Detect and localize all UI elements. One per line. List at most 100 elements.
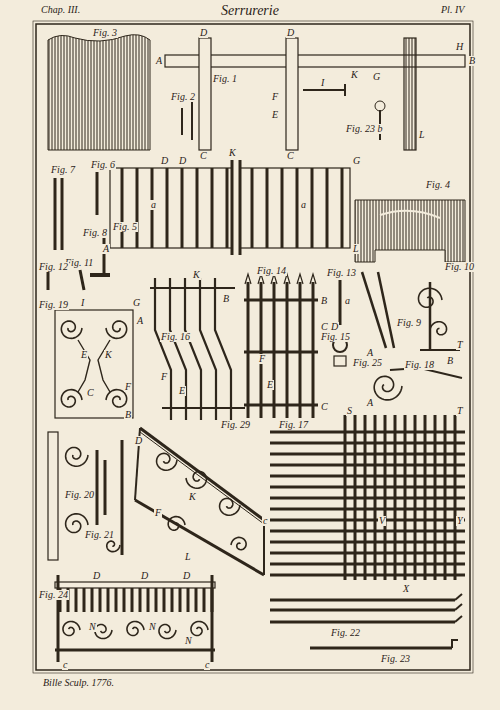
- figure-label: S: [346, 406, 353, 416]
- iron-bar: [455, 616, 462, 622]
- iron-bar: [312, 282, 315, 418]
- iron-bar: [61, 178, 64, 250]
- key: [375, 101, 385, 111]
- iron-bar: [204, 588, 205, 612]
- figure-label: T: [456, 340, 464, 350]
- iron-bar: [116, 588, 117, 612]
- iron-bar: [455, 594, 462, 600]
- post: [404, 38, 416, 150]
- pillar-figure: [48, 35, 150, 150]
- iron-bar: [139, 588, 142, 612]
- iron-bar: [270, 553, 465, 554]
- iron-bar: [452, 640, 458, 648]
- iron-bar: [455, 604, 462, 610]
- iron-bar: [299, 282, 302, 418]
- iron-bar: [266, 168, 269, 248]
- iron-bar: [326, 168, 329, 248]
- scroll-ornament: [63, 621, 80, 635]
- pin: [181, 108, 183, 135]
- iron-bar: [270, 541, 465, 544]
- iron-bar: [115, 588, 118, 612]
- figure-label: Fig. 13: [326, 268, 357, 278]
- iron-bar: [312, 168, 313, 248]
- iron-bar: [270, 454, 465, 455]
- iron-bar: [300, 282, 301, 418]
- iron-bar: [137, 168, 138, 248]
- iron-bar: [251, 168, 254, 248]
- figure-label: Fig. 6: [90, 160, 116, 170]
- iron-bar: [261, 282, 262, 418]
- figure-label: B: [222, 294, 230, 304]
- figure-label: F: [160, 372, 168, 382]
- figure-label: Fig. 5: [112, 222, 138, 232]
- figure-label: A: [366, 398, 374, 408]
- iron-bar: [98, 340, 110, 392]
- iron-bar: [203, 588, 206, 612]
- figure-label: Fig. 8: [82, 228, 108, 238]
- figure-label: I: [320, 78, 325, 88]
- figure-label: Fig. 29: [220, 420, 251, 430]
- lock-plate: [334, 356, 346, 366]
- figure-label: Fig. 7: [50, 165, 76, 175]
- iron-bar: [270, 453, 465, 456]
- iron-frame: [240, 168, 350, 248]
- figure-label: D: [182, 571, 191, 581]
- figure-label: G: [372, 72, 381, 82]
- figure-label: E: [80, 350, 88, 360]
- iron-bar: [124, 588, 125, 612]
- post: [199, 38, 211, 150]
- iron-bar: [172, 588, 173, 612]
- figure-label: Fig. 25: [352, 358, 383, 368]
- iron-bar: [378, 272, 394, 348]
- figure-label: Fig. 9: [396, 318, 422, 328]
- iron-bar: [270, 530, 465, 533]
- iron-bar: [180, 588, 181, 612]
- plate-frame: [33, 21, 473, 673]
- iron-bar: [270, 431, 465, 434]
- figure-label: D: [199, 28, 208, 38]
- figure-label: D: [160, 156, 169, 166]
- iron-bar: [136, 168, 139, 248]
- iron-bar: [420, 349, 460, 351]
- iron-bar: [215, 278, 231, 420]
- scroll-ornament: [191, 621, 208, 635]
- figure-label: A: [366, 348, 374, 358]
- iron-bar: [270, 508, 465, 511]
- iron-bar: [148, 588, 149, 612]
- iron-bar: [147, 588, 150, 612]
- iron-bar: [270, 486, 465, 489]
- figure-label: V: [378, 516, 386, 526]
- iron-bar: [227, 168, 228, 248]
- iron-bar: [270, 520, 465, 521]
- iron-bar: [281, 168, 284, 248]
- figure-label: Fig. 24: [38, 590, 69, 600]
- iron-bar: [270, 564, 465, 565]
- engraver-signature: Bille Sculp. 1776.: [42, 678, 115, 688]
- figure-label: a: [344, 296, 351, 306]
- figure-label: G: [132, 298, 141, 308]
- figure-label: Fig. 22: [330, 628, 361, 638]
- iron-bar: [297, 168, 298, 248]
- figure-label: F: [154, 508, 162, 518]
- figure-label: X: [402, 584, 410, 594]
- iron-bar: [155, 278, 171, 420]
- iron-bar: [341, 168, 344, 248]
- iron-bar: [121, 440, 124, 555]
- plate-frame: [36, 24, 470, 670]
- iron-bar: [286, 282, 289, 418]
- iron-bar: [270, 609, 455, 612]
- scroll-ornament: [418, 288, 442, 307]
- iron-bar: [76, 588, 77, 612]
- iron-bar: [195, 588, 198, 612]
- figure-label: Fig. 12: [38, 262, 69, 272]
- iron-bar: [267, 168, 268, 248]
- iron-bar: [270, 509, 465, 510]
- iron-bar: [58, 575, 59, 662]
- figure-label: D: [286, 28, 295, 38]
- figure-label: G: [352, 156, 361, 166]
- iron-bar: [55, 178, 56, 250]
- iron-bar: [107, 588, 110, 612]
- figure-label: K: [192, 270, 201, 280]
- iron-bar: [212, 168, 213, 248]
